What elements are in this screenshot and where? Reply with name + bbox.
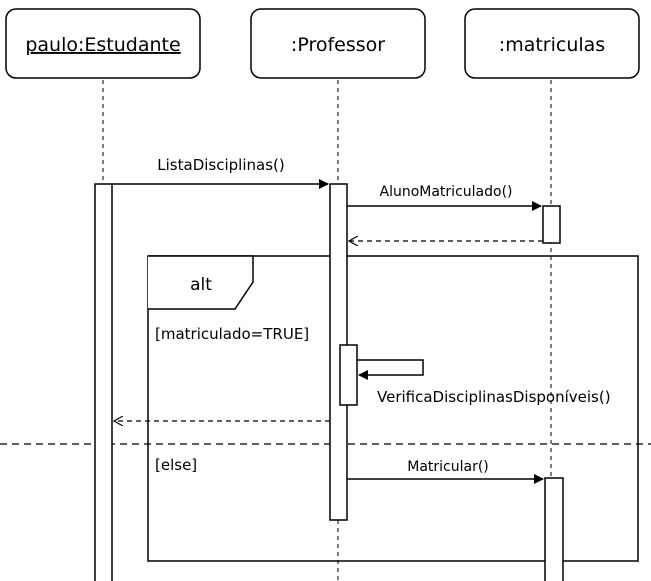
activation-professor-self: [339, 344, 358, 406]
activation-matriculas-2: [544, 477, 564, 581]
message-aluno-matriculado-label: AlunoMatriculado(): [380, 184, 513, 200]
lifeline-header-matriculas: [464, 8, 640, 79]
lifeline-label-matriculas: :matriculas: [499, 34, 605, 56]
message-verifica-disciplinas-arrow: [357, 359, 424, 380]
alt-operator-label: alt: [190, 275, 212, 295]
guard-true-label: [matriculado=TRUE]: [155, 325, 309, 343]
lifeline-header-estudante: [5, 8, 201, 79]
message-verifica-disciplinas-label: VerificaDisciplinasDisponíveis(): [377, 388, 611, 406]
activation-estudante: [94, 183, 113, 581]
lifeline-label-estudante: paulo:Estudante: [25, 34, 180, 56]
lifeline-header-professor: [250, 8, 426, 79]
activation-matriculas-1: [542, 205, 561, 244]
message-lista-disciplinas-label: ListaDisciplinas(): [157, 156, 284, 174]
guard-else-label: [else]: [155, 456, 197, 474]
message-matricular-label: Matricular(): [407, 459, 489, 475]
alt-fragment-frame: [147, 255, 639, 562]
lifeline-label-professor: :Professor: [291, 34, 385, 56]
alt-fragment-operator-tab: [148, 255, 254, 310]
